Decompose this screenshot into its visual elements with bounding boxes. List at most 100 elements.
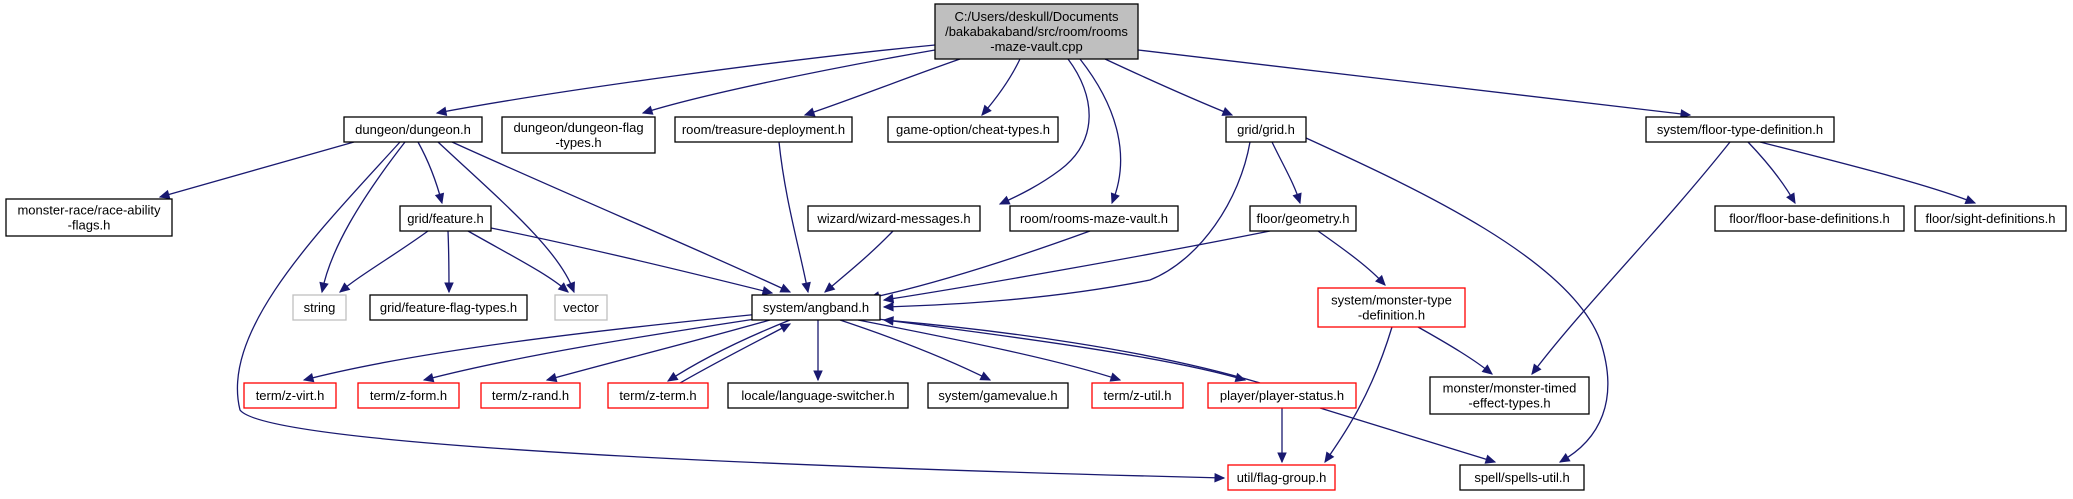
arrow-head [545, 372, 558, 383]
node-box [807, 205, 981, 232]
node-label-line: room/treasure-deployment.h [682, 122, 845, 137]
edge-line [839, 319, 991, 381]
edge-line [1531, 141, 1731, 375]
arrow-head [1214, 472, 1226, 483]
edge-zterm-to-angband [679, 323, 792, 384]
edge-pstatus-to-spells [1319, 407, 1497, 464]
node-zvirt[interactable]: term/z-virt.h [243, 382, 337, 409]
node-zterm[interactable]: term/z-term.h [607, 382, 709, 409]
edge-angband-to-zutil [857, 319, 1122, 382]
edge-line [546, 319, 771, 381]
edge-dungeon-to-vector [437, 141, 575, 294]
edge-line [1319, 407, 1496, 463]
edge-dungeon-to-flaggroup [236, 141, 1226, 483]
arrow-head [1109, 372, 1122, 382]
node-lang[interactable]: locale/language-switcher.h [727, 382, 909, 409]
node-label-line: grid/feature.h [407, 211, 484, 226]
node-label-line: term/z-term.h [619, 388, 696, 403]
node-zrand[interactable]: term/z-rand.h [480, 382, 581, 409]
node-floorbase[interactable]: floor/floor-base-definitions.h [1714, 205, 1905, 232]
node-label-line: locale/language-switcher.h [741, 388, 894, 403]
edge-line [1137, 49, 1691, 116]
node-featflag[interactable]: grid/feature-flag-types.h [369, 294, 528, 321]
edge-line [679, 323, 791, 384]
edge-line [490, 227, 773, 294]
arrow-head [801, 281, 811, 294]
edge-angband-to-pstatus [869, 317, 1247, 382]
node-box [1227, 464, 1336, 491]
arrow-head [779, 323, 792, 333]
node-label-line: term/z-virt.h [256, 388, 325, 403]
edges-layer [158, 44, 1977, 483]
node-label-line: monster/monster-timed [1443, 381, 1577, 396]
edge-line [236, 141, 1225, 479]
arrow-head [981, 104, 992, 116]
edge-line [423, 317, 763, 381]
edge-floortype-to-montimed [1531, 141, 1731, 375]
edge-line [1079, 58, 1122, 204]
node-racead[interactable]: monster-race/race-ability-flags.h [5, 198, 173, 237]
node-label-line: system/floor-type-definition.h [1657, 122, 1823, 137]
node-label-line: term/z-util.h [1104, 388, 1172, 403]
node-label-line: player/player-status.h [1220, 388, 1344, 403]
node-label-line: room/rooms-maze-vault.h [1020, 211, 1168, 226]
node-label-line: system/gamevalue.h [938, 388, 1057, 403]
node-angband[interactable]: system/angband.h [751, 294, 881, 321]
node-label-line: string [304, 300, 336, 315]
edge-line [1305, 137, 1609, 463]
node-gamevalue[interactable]: system/gamevalue.h [927, 382, 1069, 409]
edge-line [1271, 141, 1301, 204]
node-box [243, 382, 337, 409]
node-dungeonflag[interactable]: dungeon/dungeon-flag-types.h [501, 116, 656, 154]
node-string[interactable]: string [292, 294, 347, 321]
node-cheat[interactable]: game-option/cheat-types.h [887, 116, 1059, 143]
node-label-line: term/z-rand.h [492, 388, 569, 403]
edge-root-to-mazevault [1079, 58, 1122, 205]
node-spells[interactable]: spell/spells-util.h [1459, 464, 1585, 491]
edge-line [778, 141, 809, 293]
node-label-line: -definition.h [1358, 308, 1425, 323]
node-montimed[interactable]: monster/monster-timed-effect-types.h [1429, 376, 1590, 415]
node-treasure[interactable]: room/treasure-deployment.h [674, 116, 853, 143]
node-zform[interactable]: term/z-form.h [357, 382, 460, 409]
edge-dungeon-to-feature [417, 141, 445, 205]
edge-pstatus-to-flaggroup [1277, 408, 1287, 464]
edge-montype-to-montimed [1417, 326, 1493, 375]
node-vector[interactable]: vector [554, 294, 608, 321]
arrow-head [339, 282, 351, 293]
node-box [1429, 376, 1590, 415]
node-zutil[interactable]: term/z-util.h [1091, 382, 1184, 409]
node-label-line: -flags.h [68, 218, 111, 233]
node-dungeon[interactable]: dungeon/dungeon.h [343, 116, 483, 143]
arrow-head [1221, 106, 1234, 116]
node-label-line: floor/floor-base-definitions.h [1729, 211, 1889, 226]
arrow-head [1531, 363, 1542, 375]
node-root[interactable]: C:/Users/deskull/Documents/bakabakaband/… [934, 3, 1139, 60]
node-grid[interactable]: grid/grid.h [1225, 116, 1307, 143]
node-label-line: term/z-form.h [370, 388, 447, 403]
edge-line [1417, 326, 1493, 375]
node-floortype[interactable]: system/floor-type-definition.h [1645, 116, 1835, 143]
node-label-line: system/monster-type [1331, 293, 1452, 308]
edge-line [869, 317, 1246, 381]
arrow-head [666, 371, 679, 382]
arrow-head [158, 189, 171, 199]
node-box [674, 116, 853, 143]
node-mazevault[interactable]: room/rooms-maze-vault.h [1009, 205, 1179, 232]
edge-line [1324, 326, 1393, 463]
node-wizard[interactable]: wizard/wizard-messages.h [807, 205, 981, 232]
node-geometry[interactable]: floor/geometry.h [1249, 205, 1357, 232]
node-flaggroup[interactable]: util/flag-group.h [1227, 464, 1336, 491]
node-box [934, 3, 1139, 60]
node-pstatus[interactable]: player/player-status.h [1207, 382, 1357, 409]
edge-mazevault-to-angband [868, 230, 1091, 301]
node-montype[interactable]: system/monster-type-definition.h [1317, 287, 1466, 328]
node-box [1009, 205, 1179, 232]
edge-dungeon-to-racead [158, 141, 355, 199]
node-feature[interactable]: grid/feature.h [399, 205, 492, 232]
node-box [554, 294, 608, 321]
arrow-head [882, 301, 894, 312]
node-box [1914, 205, 2067, 232]
node-box [480, 382, 581, 409]
node-sight[interactable]: floor/sight-definitions.h [1914, 205, 2067, 232]
